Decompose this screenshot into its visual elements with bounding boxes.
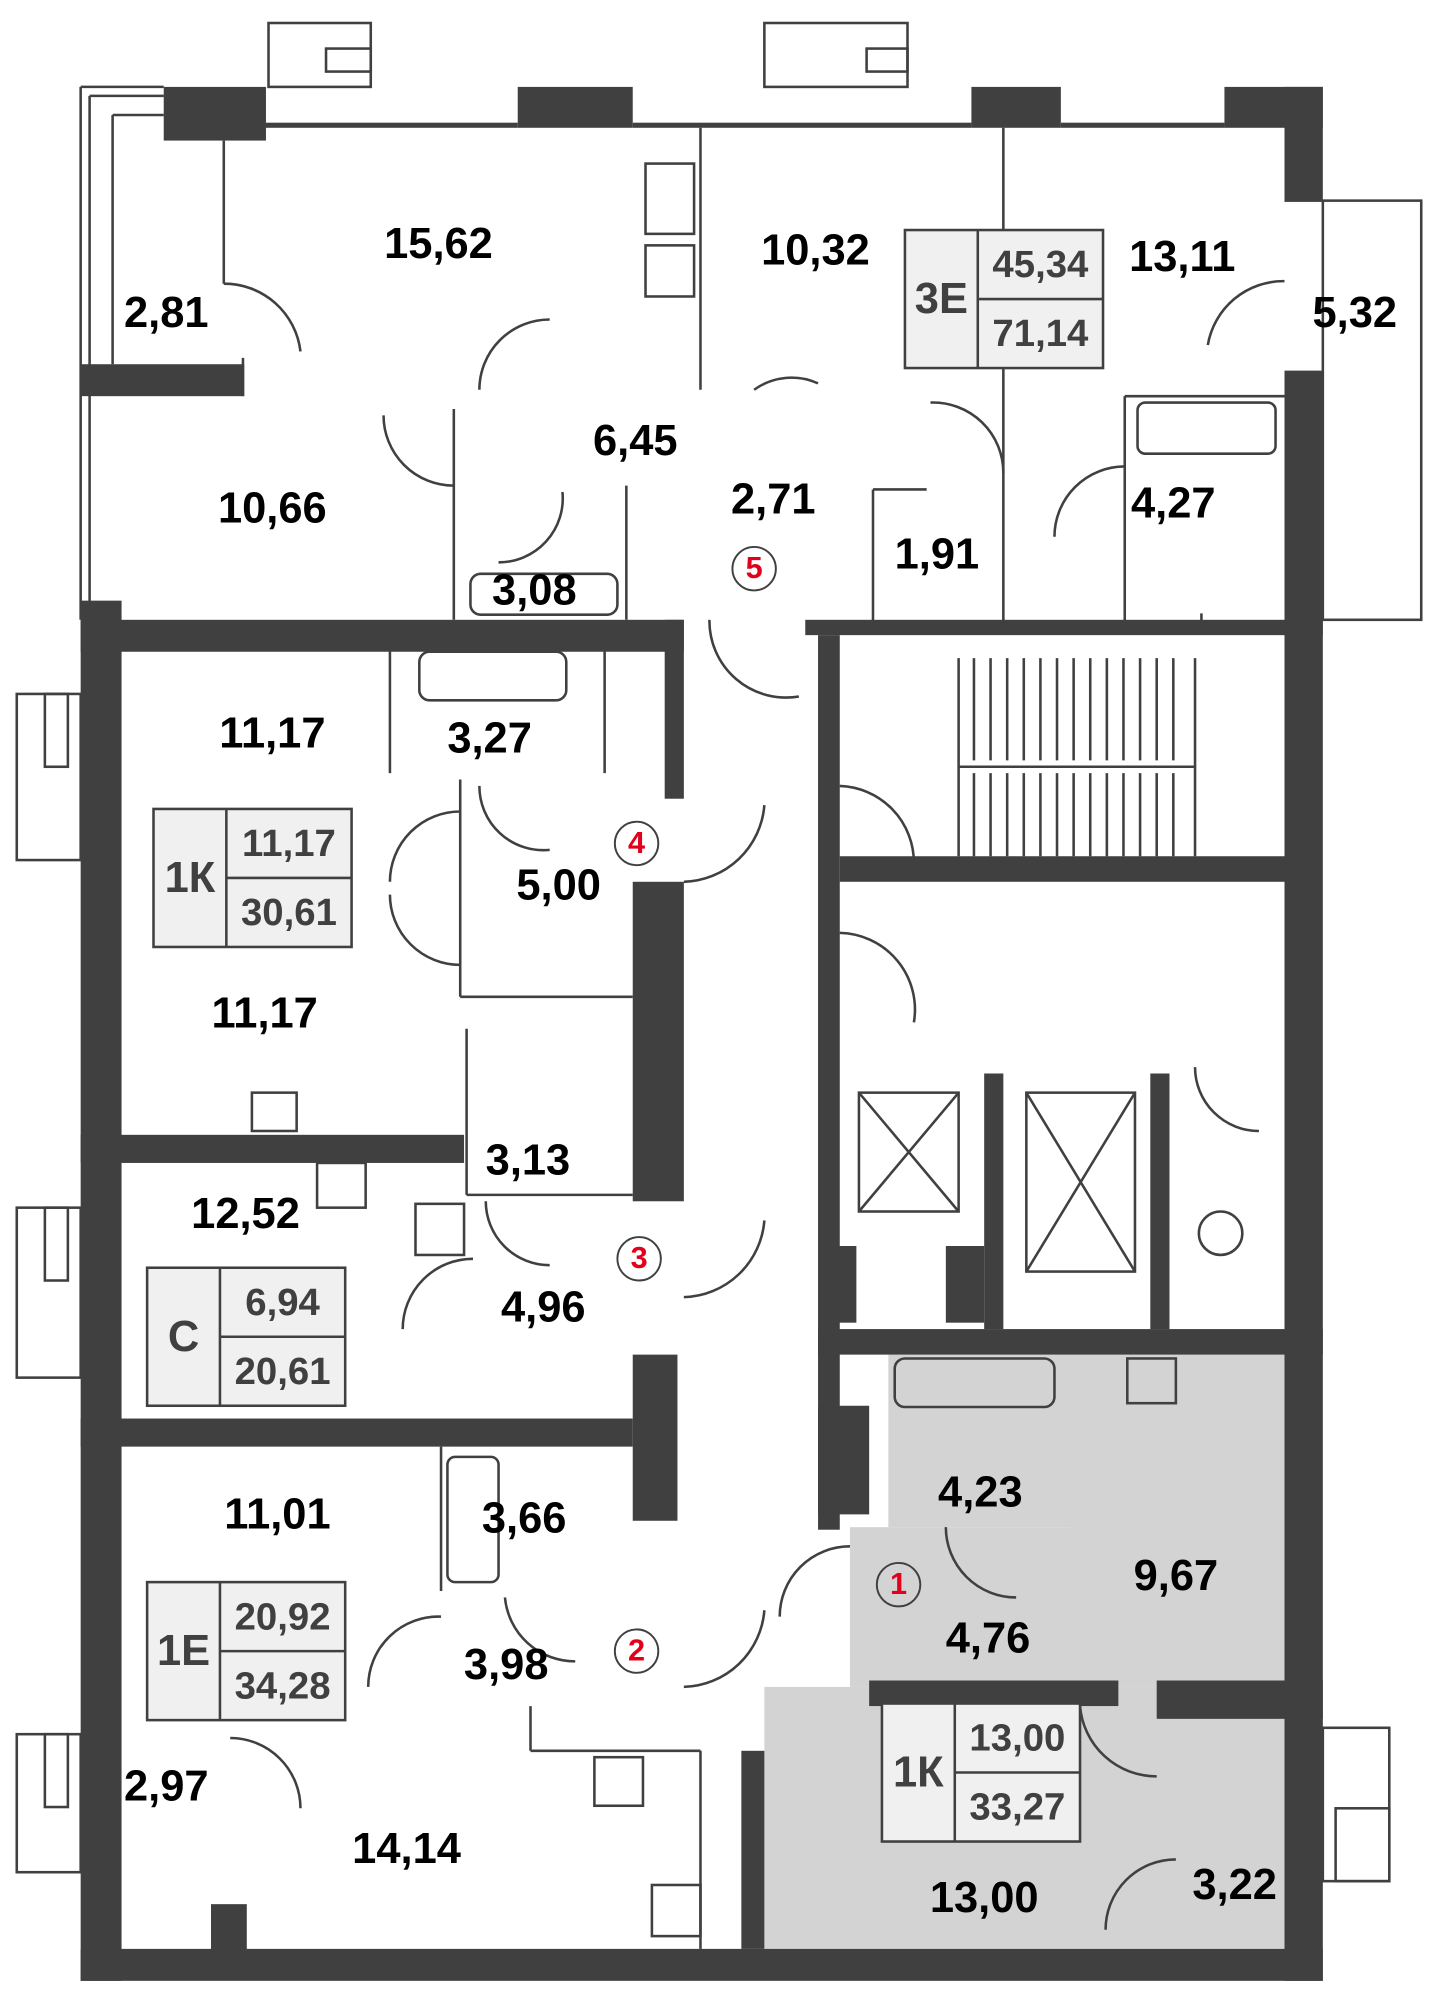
apartment-badge[interactable]: 3Е 45,34 71,14 bbox=[903, 228, 1105, 370]
apartment-number-marker: 5 bbox=[731, 546, 777, 592]
apartment-badge[interactable]: 1К 11,17 30,61 bbox=[152, 807, 353, 949]
partitions bbox=[222, 127, 1285, 1949]
living-area: 13,00 bbox=[969, 1717, 1065, 1760]
marker-circle bbox=[613, 1628, 660, 1674]
room-area-label: 3,08 bbox=[492, 566, 577, 614]
living-area: 20,92 bbox=[235, 1595, 331, 1638]
room-area-label: 4,96 bbox=[501, 1283, 586, 1331]
apartment-number-marker: 4 bbox=[613, 820, 660, 867]
living-area: 11,17 bbox=[242, 822, 336, 865]
room-area-label: 4,27 bbox=[1131, 480, 1216, 528]
room-area-label: 3,13 bbox=[486, 1136, 571, 1184]
total-area: 30,61 bbox=[241, 891, 337, 934]
room-area-label: 3,66 bbox=[482, 1494, 567, 1542]
apartment-number-marker: 3 bbox=[616, 1236, 662, 1282]
room-area-label: 13,00 bbox=[930, 1874, 1039, 1922]
total-area: 20,61 bbox=[235, 1350, 331, 1393]
doors bbox=[223, 279, 1285, 1930]
room-area-label: 2,71 bbox=[731, 476, 816, 524]
room-area-label: 11,17 bbox=[212, 989, 318, 1037]
apartment-number-marker: 1 bbox=[875, 1561, 922, 1608]
room-area-label: 13,11 bbox=[1129, 233, 1235, 281]
marker-circle bbox=[875, 1561, 922, 1608]
marker-circle bbox=[613, 820, 660, 867]
apartment-numbers: 5 4 3 2 1 bbox=[613, 546, 922, 1674]
apartment-type: 3Е bbox=[915, 275, 968, 323]
room-area-label: 4,23 bbox=[938, 1469, 1023, 1517]
apartment-type: 1Е bbox=[157, 1627, 210, 1675]
room-area-label: 1,91 bbox=[895, 531, 980, 579]
room-area-label: 2,81 bbox=[124, 289, 209, 337]
apartment-number: 1 bbox=[890, 1567, 907, 1601]
room-areas: 15,62 10,32 13,11 5,32 2,81 6,45 10,66 2,71 1,91… bbox=[124, 220, 1397, 1922]
living-area: 45,34 bbox=[992, 243, 1089, 286]
room-area-label: 10,66 bbox=[218, 485, 327, 533]
room-area-label: 3,27 bbox=[447, 715, 532, 763]
room-area-label: 3,22 bbox=[1192, 1861, 1277, 1909]
room-area-label: 3,98 bbox=[464, 1641, 549, 1689]
room-area-label: 12,52 bbox=[191, 1190, 300, 1238]
room-area-label: 15,62 bbox=[384, 220, 493, 268]
apartment-type: 1К bbox=[165, 854, 216, 902]
apartment-number: 2 bbox=[628, 1634, 645, 1668]
room-area-label: 5,00 bbox=[516, 862, 601, 910]
walls bbox=[80, 86, 1323, 1981]
marker-circle bbox=[616, 1236, 662, 1282]
apartment-type: 1К bbox=[893, 1749, 944, 1797]
apartment-badge[interactable]: 1Е 20,92 34,28 bbox=[145, 1580, 347, 1722]
room-area-label: 5,32 bbox=[1313, 289, 1398, 337]
room-area-label: 6,45 bbox=[593, 417, 678, 465]
room-area-label: 9,67 bbox=[1134, 1552, 1219, 1600]
apartment-number: 3 bbox=[631, 1241, 648, 1275]
apartment-number: 5 bbox=[746, 551, 763, 585]
marker-circle bbox=[731, 546, 777, 592]
room-area-label: 11,17 bbox=[219, 710, 325, 758]
total-area: 71,14 bbox=[992, 312, 1089, 355]
room-area-label: 14,14 bbox=[352, 1825, 461, 1873]
room-area-label: 10,32 bbox=[761, 227, 870, 275]
balconies bbox=[15, 21, 1423, 1883]
apartment-badge[interactable]: С 6,94 20,61 bbox=[145, 1266, 347, 1408]
apartment-number-marker: 2 bbox=[613, 1628, 660, 1674]
apartment-badges: 3Е 45,34 71,14 1К 11,17 30,61С 6,94 20,61 1Е 20,9… bbox=[145, 228, 1105, 1843]
apartment-number: 4 bbox=[628, 826, 645, 860]
room-area-label: 4,76 bbox=[946, 1614, 1031, 1662]
room-area-label: 11,01 bbox=[224, 1490, 330, 1538]
apartment-type: С bbox=[168, 1313, 199, 1361]
total-area: 34,28 bbox=[235, 1664, 331, 1707]
living-area: 6,94 bbox=[245, 1281, 320, 1324]
apartment-badge[interactable]: 1К 13,00 33,27 bbox=[880, 1702, 1082, 1843]
room-area-label: 2,97 bbox=[124, 1763, 209, 1811]
total-area: 33,27 bbox=[969, 1786, 1065, 1829]
